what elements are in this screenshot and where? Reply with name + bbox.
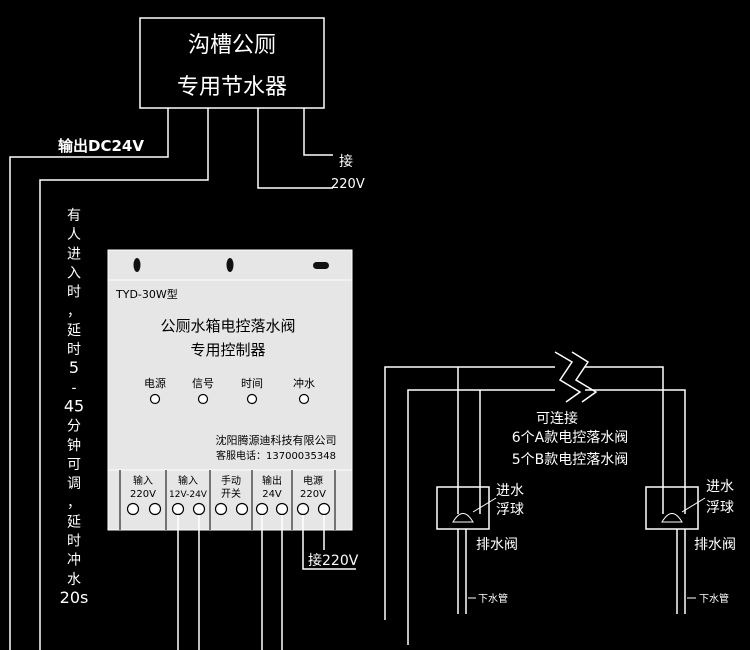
valve-2-inlet: 进水: [706, 479, 734, 495]
input-wires: [257, 108, 333, 189]
power-220v-label: 接220V: [308, 552, 359, 569]
delay-note-char: 水: [67, 572, 81, 588]
controller-title-1: 公厕水箱电控落水阀: [160, 317, 295, 335]
terminal-input-12-24v-label-1: 输入: [178, 474, 198, 487]
terminal-output-24v-label-2: 24V: [262, 489, 282, 500]
water-saver-box: 沟槽公厕 专用节水器: [139, 17, 325, 109]
delay-note-char: 45: [64, 397, 84, 416]
delay-note-char: 延: [67, 514, 81, 530]
terminal-input-12-24v-label-2: 12V-24V: [169, 490, 208, 500]
valve-1-drain: 排水阀: [476, 537, 518, 553]
connect-note-line2: 6个A款电控落水阀: [512, 430, 628, 446]
valve-2: 进水 浮球 排水阀 下水管: [645, 479, 736, 614]
controller-model: TYD-30W型: [115, 287, 178, 301]
terminal-manual-switch: 手动 开关: [214, 474, 249, 516]
terminal-power-220v-label-2: 220V: [300, 489, 326, 500]
delay-note-char: 5: [69, 358, 79, 377]
led-flush-label: 冲水: [293, 376, 315, 390]
terminal-manual-switch-label-1: 手动: [221, 474, 241, 487]
delay-note-char: 有: [67, 208, 81, 224]
valve-2-drain: 排水阀: [694, 537, 736, 553]
terminal-manual-switch-label-2: 开关: [221, 487, 241, 500]
delay-note-char: 分: [67, 419, 81, 435]
delay-note-char: 调: [67, 476, 81, 492]
led-power-label: 电源: [144, 376, 166, 390]
delay-note-char: 冲: [67, 553, 81, 569]
input-label-line2: 220V: [331, 177, 365, 192]
connect-note-line3: 5个B款电控落水阀: [512, 452, 629, 468]
led-time-label: 时间: [241, 377, 263, 390]
valve-1: 进水 浮球 排水阀 下水管: [436, 483, 524, 614]
delay-note-char: 入: [67, 265, 81, 281]
delay-note-char: 时: [67, 285, 81, 301]
delay-note-char: ，: [67, 495, 81, 511]
controller: TYD-30W型 公厕水箱电控落水阀 专用控制器 电源 信号 时间 冲水 沈阳腾…: [107, 249, 353, 531]
terminal-output-24v-label-1: 输出: [262, 474, 282, 487]
led-flush: 冲水: [293, 376, 315, 405]
delay-note-char: 进: [67, 246, 81, 262]
valve-2-float: 浮球: [706, 500, 734, 516]
delay-note-char: 延: [67, 323, 81, 339]
connect-note-line1: 可连接: [536, 410, 578, 427]
led-time: 时间: [241, 377, 263, 405]
valve-1-inlet: 进水: [496, 483, 524, 499]
delay-note-char: 时: [67, 342, 81, 358]
terminal-input-220v-label-2: 220V: [130, 489, 156, 500]
service-phone: 客服电话：13700035348: [216, 449, 336, 462]
terminal-power-220v-label-1: 电源: [303, 474, 323, 487]
connect-note: 可连接 6个A款电控落水阀 5个B款电控落水阀: [512, 410, 629, 468]
output-wires: [9, 108, 209, 650]
company-name: 沈阳腾源迪科技有限公司: [216, 433, 337, 447]
input-label-line1: 接: [339, 153, 353, 170]
terminal-input-12-24v: 输入 12V-24V: [169, 474, 208, 516]
valve-bus: [384, 351, 686, 645]
delay-note-char: 人: [67, 227, 81, 243]
terminal-input-220v: 输入 220V: [126, 474, 162, 516]
valve-1-pipe: 下水管: [478, 592, 508, 605]
led-power: 电源: [144, 376, 166, 405]
delay-note-char: -: [71, 380, 76, 396]
delay-note-char: 时: [67, 534, 81, 550]
controller-power-wires: [302, 515, 356, 570]
valve-1-float: 浮球: [496, 502, 524, 518]
terminal-input-220v-label-1: 输入: [133, 474, 153, 487]
terminal-power-220v: 电源 220V: [296, 474, 331, 516]
delay-note-char: 可: [67, 457, 81, 473]
valve-2-pipe: 下水管: [699, 592, 729, 605]
led-signal: 信号: [192, 377, 214, 405]
controller-output-wires: [261, 515, 283, 650]
led-signal-label: 信号: [192, 377, 214, 390]
output-dc24v-label: 输出DC24V: [58, 137, 144, 155]
delay-note-char: ，: [67, 304, 81, 320]
water-saver-title-1: 沟槽公厕: [188, 33, 276, 58]
controller-title-2: 专用控制器: [190, 341, 265, 359]
terminal-output-24v: 输出 24V: [255, 474, 289, 516]
delay-note-char: 钟: [67, 437, 81, 454]
controller-input-wires: [177, 515, 200, 650]
delay-note-char: 20s: [60, 588, 89, 607]
water-saver-title-2: 专用节水器: [177, 75, 287, 100]
